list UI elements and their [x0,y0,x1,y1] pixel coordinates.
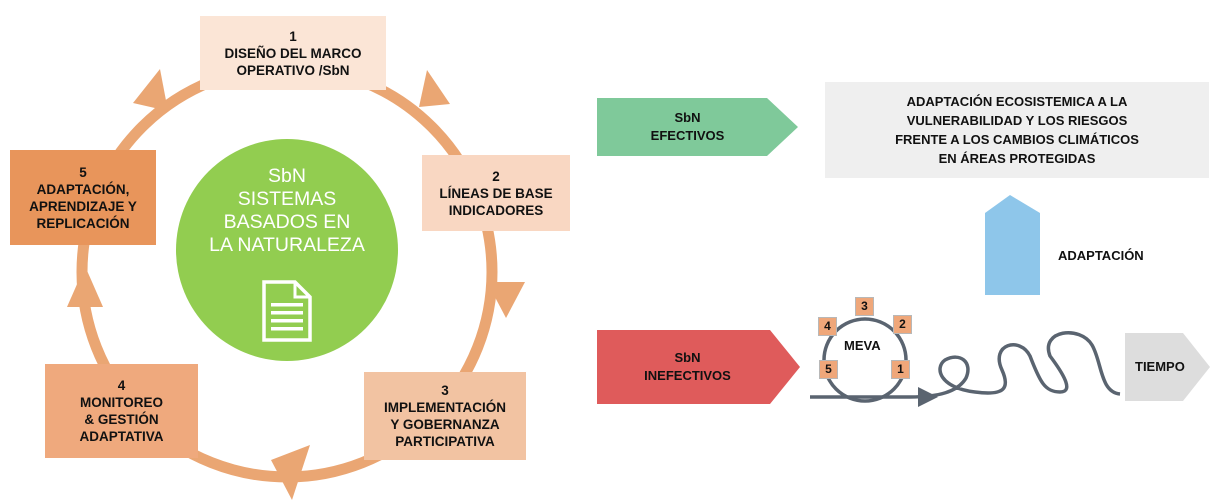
time-label: TIEMPO [1135,359,1185,374]
step-2-number: 2 [492,168,500,184]
step-5-line-3: REPLICACIÓN [36,215,130,231]
center-circle: SbN SISTEMAS BASADOS EN LA NATURALEZA [176,139,398,361]
effective-arrow [597,98,798,156]
time-arrow [1125,333,1210,401]
meva-label: MEVA [844,338,881,353]
ring-arrowhead-5 [133,69,168,111]
step-4-line-3: ADAPTATIVA [79,429,164,444]
center-line-4: LA NATURALEZA [209,234,365,256]
step-1-number: 1 [289,28,297,44]
meva-number-5: 5 [819,360,838,379]
ring-arrowhead-1 [419,70,450,107]
result-line-3: FRENTE A LOS CAMBIOS CLIMÁTICOS [895,132,1139,147]
ineffective-line-2: INEFECTIVOS [644,368,731,383]
step-5-box: 5 ADAPTACIÓN, APRENDIZAJE Y REPLICACIÓN [10,150,156,245]
step-1-line-1: DISEÑO DEL MARCO [224,45,362,61]
step-3-number: 3 [441,383,449,398]
step-5-number: 5 [79,164,87,180]
spiral-arrowhead [918,387,938,407]
result-line-1: ADAPTACIÓN ECOSISTEMICA A LA [906,94,1128,109]
step-3-box: 3 IMPLEMENTACIÓN Y GOBERNANZA PARTICIPAT… [364,372,526,460]
meva-number-1: 1 [891,360,910,379]
ring-arrowhead-3 [271,445,310,500]
step-5-line-1: ADAPTACIÓN, [36,181,130,197]
document-icon [262,280,312,342]
effective-line-2: EFECTIVOS [650,128,725,143]
result-line-4: EN ÁREAS PROTEGIDAS [938,151,1096,166]
step-2-line-2: INDICADORES [448,202,544,218]
ring-arrowhead-2 [487,282,525,318]
step-2-line-1: LÍNEAS DE BASE [439,185,553,201]
meva-number-2: 2 [893,315,912,334]
step-3-line-1: IMPLEMENTACIÓN [384,400,506,415]
step-1-line-2: OPERATIVO /SbN [236,62,350,78]
step-1-box: 1 DISEÑO DEL MARCO OPERATIVO /SbN [200,16,386,90]
result-box: ADAPTACIÓN ECOSISTEMICA A LA VULNERABILI… [825,82,1209,178]
center-line-2: SISTEMAS [237,188,337,210]
effective-label: SbN EFECTIVOS [605,98,770,156]
time-spiral [810,330,1121,399]
step-5-line-2: APRENDIZAJE Y [29,198,137,214]
ineffective-arrow [597,330,800,404]
meva-number-4: 4 [818,317,837,336]
center-line-1: SbN [268,165,306,187]
adaptation-label: ADAPTACIÓN [1058,248,1144,263]
result-line-2: VULNERABILIDAD Y LOS RIESGOS [906,113,1128,128]
step-4-line-2: & GESTIÓN [84,412,159,427]
step-4-line-1: MONITOREO [79,395,163,410]
meva-number-3: 3 [855,297,874,316]
step-2-box: 2 LÍNEAS DE BASE INDICADORES [422,155,570,231]
step-3-line-3: PARTICIPATIVA [395,434,495,449]
adaptation-arrow [985,195,1040,295]
ineffective-label: SbN INEFECTIVOS [605,330,770,404]
center-line-3: BASADOS EN [223,211,351,233]
step-3-line-2: Y GOBERNANZA [390,417,500,432]
ineffective-line-1: SbN [674,350,701,365]
step-4-number: 4 [117,378,126,393]
ring-arrowhead-4 [67,266,103,307]
step-4-box: 4 MONITOREO & GESTIÓN ADAPTATIVA [45,364,198,458]
effective-line-1: SbN [674,110,701,125]
